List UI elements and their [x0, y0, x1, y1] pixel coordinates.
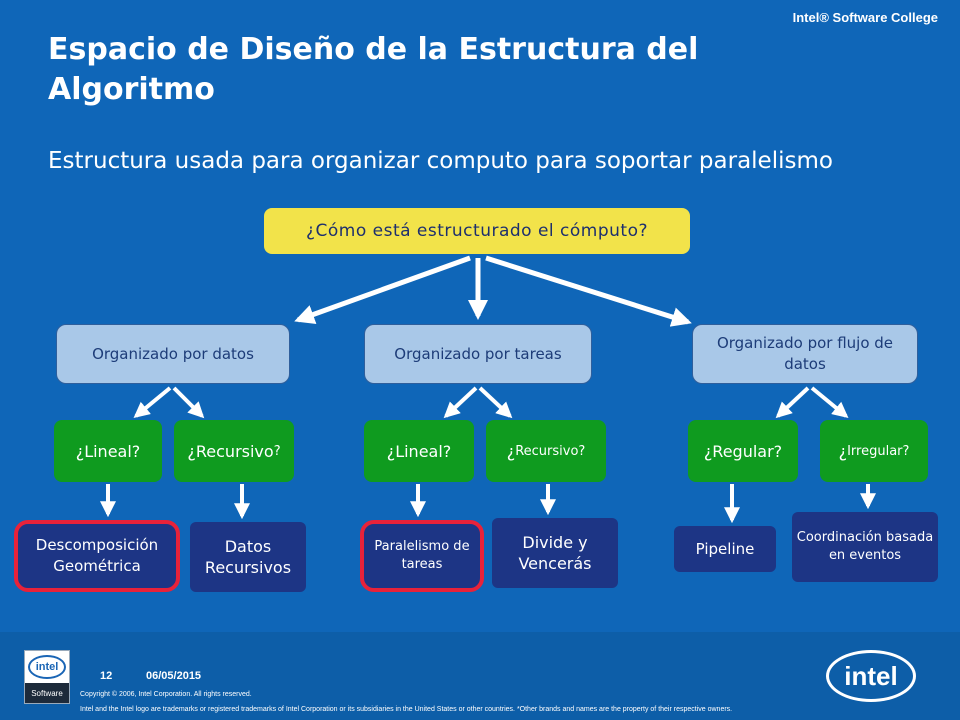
leaf-recursive-data: Datos Recursivos — [190, 522, 306, 592]
question-data-linear-label: ¿Lineal? — [75, 441, 141, 461]
leaf-pipeline: Pipeline — [674, 526, 776, 572]
leaf-task-parallelism: Paralelismo de tareas — [360, 520, 484, 592]
intel-ring-icon: intel — [28, 655, 66, 679]
leaf-recursive-data-label: Datos Recursivos — [204, 537, 292, 577]
intel-software-logo: intel Software — [24, 650, 70, 704]
software-label: Software — [31, 688, 63, 698]
question-tasks-recursive-lead: ¿ — [506, 441, 516, 461]
root-question-box: ¿Cómo está estructurado el cómputo? — [264, 208, 690, 254]
slide-title: Espacio de Diseño de la Estructura del A… — [48, 32, 699, 107]
arrow-flow-to-irregular — [810, 386, 849, 419]
arrow-flow-to-regular — [775, 386, 810, 419]
page-number: 12 — [100, 670, 113, 682]
intel-small-wordmark: intel — [35, 661, 59, 673]
category-flow: Organizado por flujo de datos — [692, 324, 918, 384]
question-data-recursive: ¿Recursivo? — [174, 420, 294, 482]
intel-software-logo-bottom: Software — [25, 683, 69, 703]
brand-label: Intel® Software College — [792, 10, 938, 25]
question-data-linear: ¿Lineal? — [54, 420, 162, 482]
question-tasks-linear-label: ¿Lineal? — [386, 441, 452, 461]
arrow-tasks-to-recursive — [478, 386, 513, 419]
arrow-data-to-recursive — [172, 386, 205, 419]
intel-logo-icon: intel — [826, 650, 916, 702]
arrow-tasks-to-linear — [443, 386, 478, 419]
arrow-root-to-flow — [485, 255, 692, 327]
category-tasks: Organizado por tareas — [364, 324, 592, 384]
leaf-event-coordination-label: Coordinación basada en eventos — [796, 530, 934, 563]
arrow-data-to-linear — [133, 386, 172, 419]
leaf-event-coordination: Coordinación basada en eventos — [792, 512, 938, 582]
question-data-recursive-mark: ? — [273, 443, 281, 459]
slide-date: 06/05/2015 — [146, 670, 202, 682]
category-tasks-label: Organizado por tareas — [394, 344, 562, 363]
question-flow-irregular: ¿Irregular? — [820, 420, 928, 482]
slide-subtitle: Estructura usada para organizar computo … — [48, 148, 833, 174]
category-data: Organizado por datos — [56, 324, 290, 384]
root-question-label: ¿Cómo está estructurado el cómputo? — [305, 221, 649, 241]
question-flow-irregular-label: Irregular? — [847, 443, 910, 459]
question-flow-irregular-lead: ¿ — [838, 441, 848, 461]
leaf-task-parallelism-label: Paralelismo de tareas — [374, 539, 470, 572]
category-flow-label: Organizado por flujo de datos — [716, 334, 894, 373]
intel-software-logo-top: intel — [25, 651, 69, 683]
arrow-root-to-data — [294, 255, 471, 324]
question-tasks-recursive: ¿Recursivo? — [486, 420, 606, 482]
question-tasks-recursive-label: Recursivo? — [515, 443, 586, 459]
question-flow-regular: ¿Regular? — [688, 420, 798, 482]
diagram-connectors — [100, 255, 876, 524]
intel-large-wordmark: intel — [844, 660, 898, 691]
question-data-recursive-label: ¿Recursivo — [187, 441, 274, 461]
leaf-geometric-decomposition: Descomposición Geométrica — [14, 520, 180, 592]
footer-bar — [0, 632, 960, 720]
copyright-text: Copyright © 2006, Intel Corporation. All… — [80, 691, 252, 698]
trademark-text: Intel and the Intel logo are trademarks … — [80, 706, 733, 713]
question-tasks-linear: ¿Lineal? — [364, 420, 474, 482]
leaf-geometric-decomposition-label: Descomposición Geométrica — [35, 536, 159, 575]
category-data-label: Organizado por datos — [92, 344, 254, 363]
leaf-pipeline-label: Pipeline — [695, 539, 755, 558]
leaf-divide-conquer: Divide y Vencerás — [492, 518, 618, 588]
leaf-divide-conquer-label: Divide y Vencerás — [518, 533, 592, 573]
question-flow-regular-label: ¿Regular? — [703, 441, 783, 461]
